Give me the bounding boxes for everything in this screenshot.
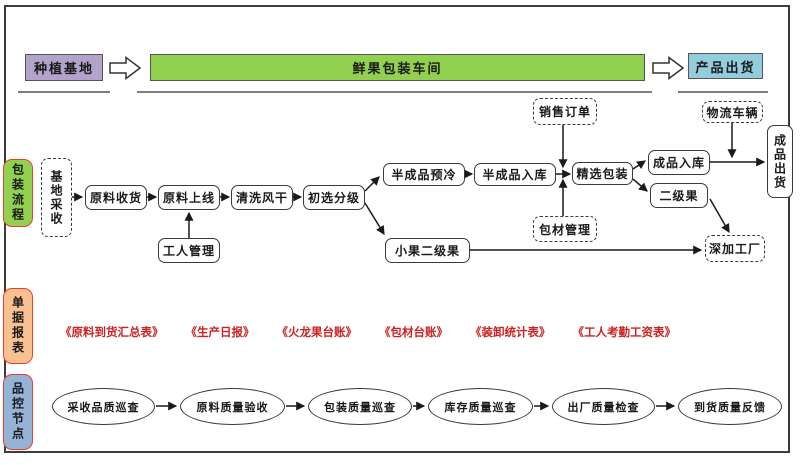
section-label-packaging-flow: 包装流程 — [3, 159, 33, 227]
node-logistics-vehicle: 物流车辆 — [702, 101, 763, 123]
section-label-quality-control: 品控节点 — [3, 374, 33, 450]
report-item: 《原料到货汇总表》 — [60, 327, 164, 339]
quality-node-material-acceptance: 原料质量验收 — [180, 388, 285, 425]
top-shipment-box: 产品出货 — [688, 53, 763, 79]
quality-node-arrival-feedback: 到货质量反馈 — [678, 388, 782, 425]
node-material-online: 原料上线 — [158, 185, 220, 210]
node-semi-precool: 半成品预冷 — [383, 163, 465, 186]
quality-node-packing-inspection: 包装质量巡查 — [308, 388, 412, 425]
top-source-box: 种植基地 — [25, 54, 103, 81]
report-item: 《装卸统计表》 — [470, 327, 551, 339]
node-packing-material-management: 包材管理 — [533, 216, 597, 242]
node-material-receive: 原料收货 — [85, 185, 147, 210]
report-item: 《火龙果台账》 — [276, 327, 358, 339]
reports-row: 《原料到货汇总表》 《生产日报》 《火龙果台账》 《包材台账》 《装卸统计表》 … — [60, 324, 676, 340]
outer-frame — [4, 5, 790, 453]
node-base-harvest: 基地采收 — [41, 158, 72, 237]
report-item: 《包材台账》 — [379, 327, 448, 339]
top-workshop-box: 鲜果包装车间 — [150, 54, 645, 81]
report-item: 《生产日报》 — [185, 327, 255, 339]
node-finished-shipment: 成品出货 — [767, 125, 793, 198]
node-primary-grading: 初选分级 — [303, 185, 365, 210]
node-sales-order: 销售订单 — [533, 98, 597, 125]
node-fine-packing: 精选包装 — [572, 162, 633, 185]
node-deep-processing-factory: 深加工厂 — [705, 235, 765, 262]
node-small-second-grade-fruit: 小果二级果 — [385, 238, 470, 263]
quality-node-harvest-inspection: 采收品质巡查 — [52, 388, 155, 425]
node-wash-dry: 清洗风干 — [231, 185, 293, 210]
quality-node-outgoing-check: 出厂质量检查 — [552, 388, 655, 425]
quality-node-inventory-inspection: 库存质量巡查 — [428, 388, 533, 425]
node-semi-storage: 半成品入库 — [474, 163, 556, 186]
report-item: 《工人考勤工资表》 — [572, 327, 677, 339]
node-second-grade-fruit: 二级果 — [650, 183, 708, 208]
node-finished-storage: 成品入库 — [648, 150, 710, 175]
node-worker-management: 工人管理 — [158, 238, 220, 263]
section-label-documents-reports: 单据报表 — [3, 288, 33, 364]
